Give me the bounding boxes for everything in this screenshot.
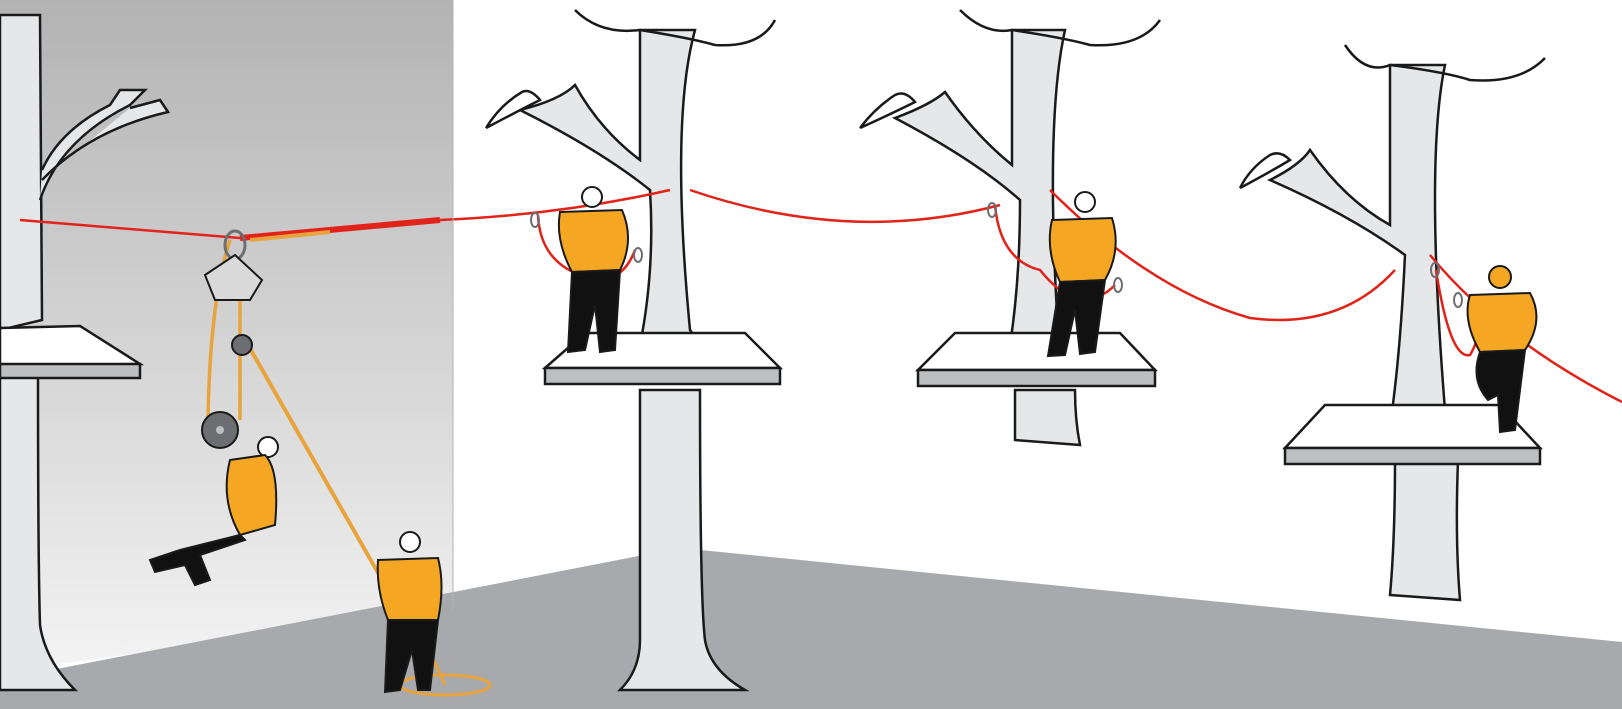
- platform-3: [918, 333, 1155, 386]
